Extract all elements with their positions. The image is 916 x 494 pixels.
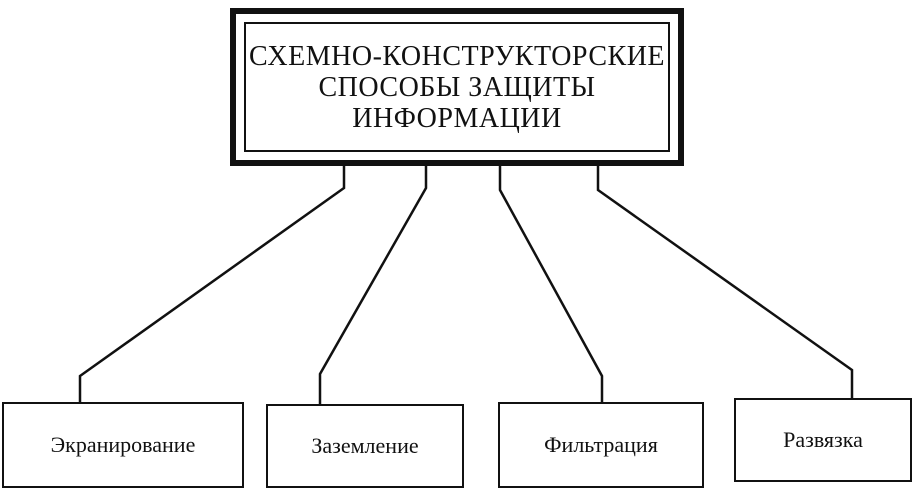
connector-root-to-ekranirovanie	[78, 166, 346, 402]
child-label-razvyazka: Развязка	[783, 427, 863, 452]
root-title-line-3: ИНФОРМАЦИИ	[352, 102, 562, 134]
connector-root-to-razvyazka	[596, 166, 854, 398]
root-title-line-1: СХЕМНО-КОНСТРУКТОРСКИЕ	[248, 40, 666, 72]
root-title-line-2: СПОСОБЫ ЗАЩИТЫ	[318, 71, 596, 103]
child-node-filtratsiya: Фильтрация	[498, 402, 704, 488]
connector-root-to-filtratsiya	[498, 166, 604, 402]
child-node-ekranirovanie: Экранирование	[2, 402, 244, 488]
connector-root-to-zazemlenie	[318, 166, 428, 404]
root-node: СХЕМНО-КОНСТРУКТОРСКИЕ СПОСОБЫ ЗАЩИТЫ ИН…	[230, 8, 684, 166]
child-node-razvyazka: Развязка	[734, 398, 912, 482]
child-label-zazemlenie: Заземление	[311, 433, 419, 458]
root-node-inner-frame: СХЕМНО-КОНСТРУКТОРСКИЕ СПОСОБЫ ЗАЩИТЫ ИН…	[244, 22, 670, 152]
child-label-ekranirovanie: Экранирование	[50, 432, 196, 457]
child-label-filtratsiya: Фильтрация	[544, 432, 658, 457]
child-node-zazemlenie: Заземление	[266, 404, 464, 488]
